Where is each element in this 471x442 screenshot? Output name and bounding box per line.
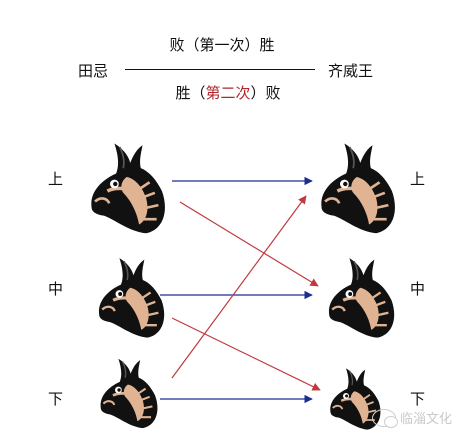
left-rank-bottom: 下 [48,390,64,408]
horse-icon-tianji-bottom [99,357,159,430]
horse-icon-tianji-middle [97,256,166,340]
wechat-icon [372,408,398,428]
round2-after: ）败 [250,84,281,102]
arrow-round2-middle-to-bottom [171,317,321,391]
round2-before: 胜（ [175,84,206,102]
round2-outcome: 胜（第二次）败 [175,84,280,102]
right-rank-middle: 中 [410,280,426,298]
watermark-text: 临淄文化 [400,412,453,427]
left-player-name: 田忌 [78,62,109,80]
round2-emphasis: 第二次 [205,84,251,102]
header-divider [125,69,315,70]
right-rank-top: 上 [410,170,426,188]
right-player-name: 齐威王 [328,62,374,80]
round1-outcome: 败（第一次）胜 [169,36,275,54]
arrow-round2-bottom-to-top [171,195,307,379]
arrow-round2-top-to-middle [179,201,319,287]
left-rank-middle: 中 [48,280,64,298]
right-rank-bottom: 下 [410,390,426,408]
horse-icon-tianji-top [89,141,167,236]
watermark: 临淄文化 [372,408,453,428]
left-rank-top: 上 [48,170,64,188]
horse-icon-king-top [319,141,397,236]
horse-icon-king-middle [327,256,396,340]
